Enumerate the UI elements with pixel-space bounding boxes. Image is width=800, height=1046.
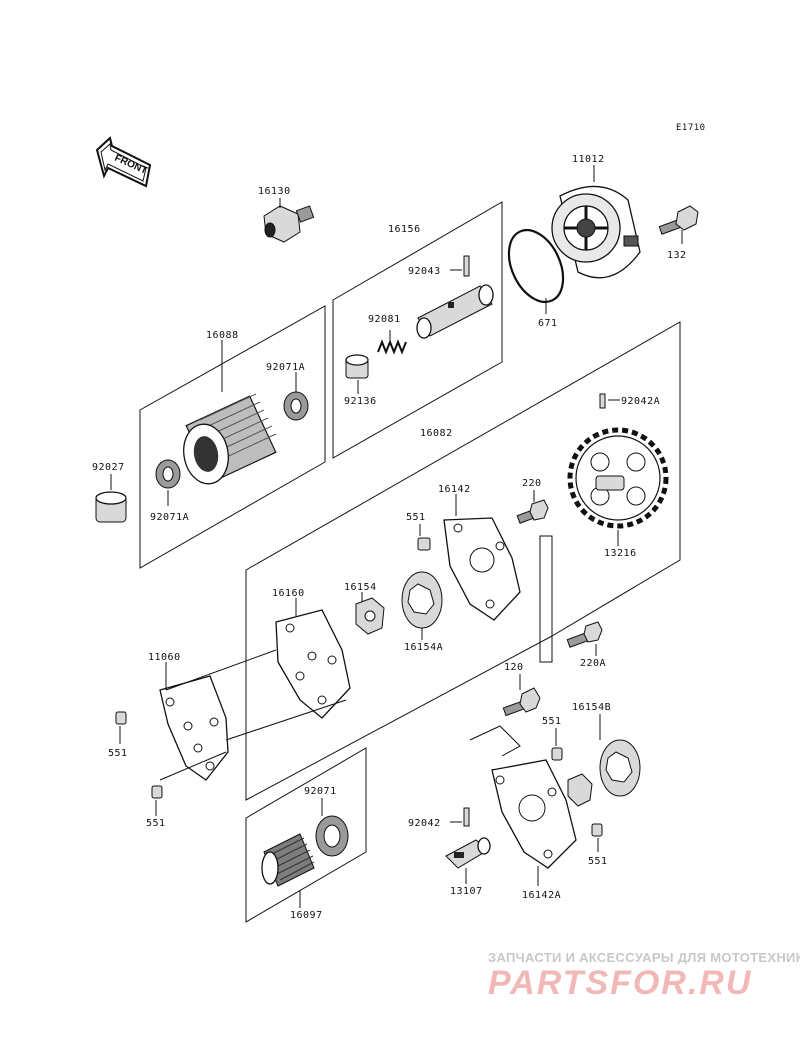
oil-pump-gear-13216 (567, 427, 669, 529)
group-box-16097 (245, 747, 367, 923)
relief-valve-piston (416, 284, 494, 339)
label-92043: 92043 (408, 266, 441, 277)
label-92042: 92042 (408, 818, 441, 829)
label-551-b: 551 (108, 748, 128, 759)
pin-92042 (463, 807, 470, 827)
shaft-13107 (445, 837, 491, 869)
outer-rotor-16154A (401, 571, 443, 629)
label-16097: 16097 (290, 910, 323, 921)
group-box-16088 (139, 305, 326, 569)
label-11060: 11060 (148, 652, 181, 663)
label-16160: 16160 (272, 588, 305, 599)
label-92071A-bottom: 92071A (150, 512, 189, 523)
diagram-code: E1710 (676, 123, 706, 133)
label-92081: 92081 (368, 314, 401, 325)
label-16088: 16088 (206, 330, 239, 341)
spring-92081 (377, 339, 407, 355)
watermark-caption: ЗАПЧАСТИ И АКСЕССУАРЫ ДЛЯ МОТОТЕХНИКИ (488, 950, 800, 965)
label-220A: 220A (580, 658, 606, 669)
washer-92071A-bottom (155, 459, 181, 489)
oil-strainer-16097 (261, 833, 315, 887)
filter-cover-11012 (551, 185, 641, 279)
pump-body-16142 (443, 517, 521, 621)
label-13216: 13216 (604, 548, 637, 559)
label-132: 132 (667, 250, 687, 261)
label-551-a: 551 (406, 512, 426, 523)
bushing-92027 (95, 491, 127, 523)
label-16154: 16154 (344, 582, 377, 593)
pump-body-16142A (491, 759, 577, 869)
washer-92071A-top (283, 391, 309, 421)
front-arrow-icon: FRONT (95, 136, 152, 188)
label-551-c: 551 (146, 818, 166, 829)
inner-rotor-16154 (355, 597, 385, 635)
label-671: 671 (538, 318, 558, 329)
label-16156: 16156 (388, 224, 421, 235)
label-92071: 92071 (304, 786, 337, 797)
label-220: 220 (522, 478, 542, 489)
dowel-551-c (151, 785, 163, 799)
dowel-551-a (417, 537, 431, 551)
label-92042A: 92042A (621, 396, 660, 407)
dowel-551-d (551, 747, 563, 761)
label-551-d: 551 (542, 716, 562, 727)
bolt-120 (502, 687, 541, 717)
label-16142: 16142 (438, 484, 471, 495)
pump-cover-11060 (159, 675, 229, 781)
bolt-220A (566, 621, 603, 648)
oil-filter-16088 (183, 393, 277, 485)
plug-92136 (345, 354, 369, 379)
label-92071A-top: 92071A (266, 362, 305, 373)
pin-92043 (463, 255, 470, 277)
dowel-551-e (591, 823, 603, 837)
label-92027: 92027 (92, 462, 125, 473)
group-box-16156 (332, 201, 503, 459)
label-16142A: 16142A (522, 890, 561, 901)
washer-92071 (315, 815, 349, 857)
label-16130: 16130 (258, 186, 291, 197)
label-551-e: 551 (588, 856, 608, 867)
o-ring-671 (507, 228, 565, 304)
gasket-16160 (275, 609, 351, 719)
label-16154B: 16154B (572, 702, 611, 713)
watermark-logo: PARTSFOR.RU (488, 964, 752, 1002)
fitting-16130 (263, 205, 315, 243)
bolt-220 (516, 499, 549, 524)
group-box-16082 (245, 321, 681, 801)
bolt-132 (658, 205, 699, 235)
label-120: 120 (504, 662, 524, 673)
label-16154A: 16154A (404, 642, 443, 653)
rotor-set-16154B (567, 739, 641, 807)
label-16082: 16082 (420, 428, 453, 439)
pin-92042A (599, 393, 606, 409)
label-92136: 92136 (344, 396, 377, 407)
label-13107: 13107 (450, 886, 483, 897)
label-11012: 11012 (572, 154, 605, 165)
dowel-551-b (115, 711, 127, 725)
